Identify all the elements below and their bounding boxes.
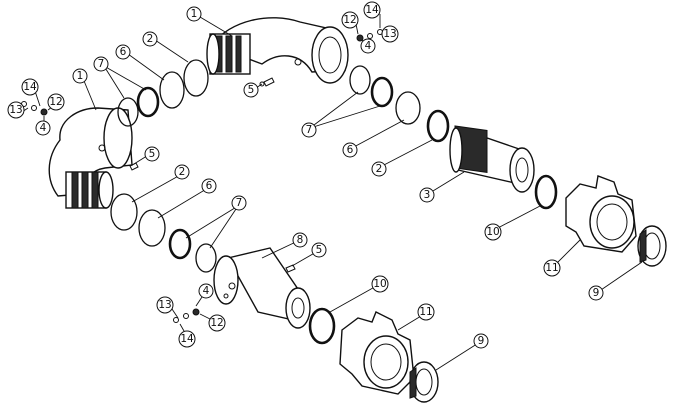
svg-text:6: 6: [206, 180, 213, 192]
svg-text:13: 13: [383, 28, 396, 40]
svg-text:13: 13: [9, 104, 22, 116]
svg-text:5: 5: [149, 148, 156, 160]
callout-10-upper: 10: [484, 223, 502, 241]
svg-text:7: 7: [306, 124, 313, 136]
svg-text:4: 4: [203, 285, 210, 297]
callout-14-top: 14: [363, 1, 381, 19]
callout-6-lower: 6: [201, 178, 217, 194]
callout-8: 8: [292, 232, 308, 248]
svg-text:10: 10: [486, 226, 499, 238]
svg-text:2: 2: [179, 166, 186, 178]
callout-10-lower: 10: [371, 275, 389, 293]
hammer-nut-upper: [565, 175, 637, 253]
svg-text:8: 8: [297, 234, 304, 246]
callout-7-lower: 7: [231, 195, 247, 211]
callout-1-upper: 1: [186, 6, 202, 22]
svg-text:9: 9: [478, 335, 485, 347]
retainer-ring-upper: [637, 225, 667, 267]
callout-3: 3: [419, 187, 435, 203]
callout-5-upper: 5: [243, 82, 259, 98]
svg-text:2: 2: [376, 163, 383, 175]
callout-9-lower: 9: [473, 333, 489, 349]
svg-text:11: 11: [419, 306, 432, 318]
callout-13-lower: 13: [156, 296, 174, 314]
svg-text:9: 9: [593, 287, 600, 299]
callout-7-mid: 7: [301, 122, 317, 138]
callout-4-lower: 4: [198, 283, 214, 299]
callout-12-top: 12: [341, 11, 359, 29]
svg-text:6: 6: [120, 46, 127, 58]
svg-text:3: 3: [424, 189, 431, 201]
svg-text:12: 12: [49, 96, 62, 108]
svg-text:1: 1: [191, 8, 198, 20]
hammer-nut-lower: [339, 311, 415, 395]
svg-text:7: 7: [236, 197, 243, 209]
callout-2-mid: 2: [371, 161, 387, 177]
svg-text:2: 2: [147, 33, 154, 45]
callout-6-upper: 6: [115, 44, 131, 60]
svg-text:10: 10: [373, 278, 386, 290]
svg-text:1: 1: [77, 70, 84, 82]
seal-rings: [110, 59, 558, 345]
callout-13-left: 13: [7, 101, 25, 119]
callout-2-lower: 2: [174, 164, 190, 180]
callout-11-upper: 11: [543, 259, 561, 277]
elbow-left: [48, 107, 133, 209]
svg-text:11: 11: [545, 262, 558, 274]
callout-7-upper: 7: [93, 56, 109, 72]
callout-14-left: 14: [21, 78, 39, 96]
svg-text:7: 7: [98, 58, 105, 70]
svg-text:12: 12: [343, 14, 356, 26]
callout-11-lower: 11: [417, 303, 435, 321]
callout-14-lower: 14: [178, 330, 196, 348]
svg-text:4: 4: [40, 122, 47, 134]
callout-6-mid: 6: [342, 142, 358, 158]
callout-12-left: 12: [47, 93, 65, 111]
svg-text:4: 4: [365, 40, 372, 52]
callout-4-left: 4: [35, 120, 51, 136]
svg-text:14: 14: [365, 4, 379, 16]
svg-text:14: 14: [180, 333, 194, 345]
svg-text:5: 5: [316, 244, 323, 256]
callout-4-top: 4: [360, 38, 376, 54]
svg-text:14: 14: [23, 81, 37, 93]
svg-text:5: 5: [248, 84, 255, 96]
callout-5-lower: 5: [311, 242, 327, 258]
svg-text:6: 6: [347, 144, 354, 156]
callout-13-top: 13: [381, 25, 399, 43]
callout-2-upper: 2: [142, 31, 158, 47]
union-body-part8: [213, 247, 311, 329]
elbow-upper: [206, 17, 349, 84]
retainer-ring-lower: [409, 361, 439, 403]
callout-9-upper: 9: [588, 285, 604, 301]
callout-1-left: 1: [72, 68, 88, 84]
union-body-part3: [449, 125, 535, 193]
svg-text:13: 13: [158, 299, 171, 311]
callouts: 1 2 6 7 5 12 14 13 4 7 6 2 3 10 11 9 14 …: [7, 1, 604, 349]
svg-text:12: 12: [210, 317, 223, 329]
callout-5-left: 5: [144, 146, 160, 162]
callout-12-lower: 12: [208, 314, 226, 332]
